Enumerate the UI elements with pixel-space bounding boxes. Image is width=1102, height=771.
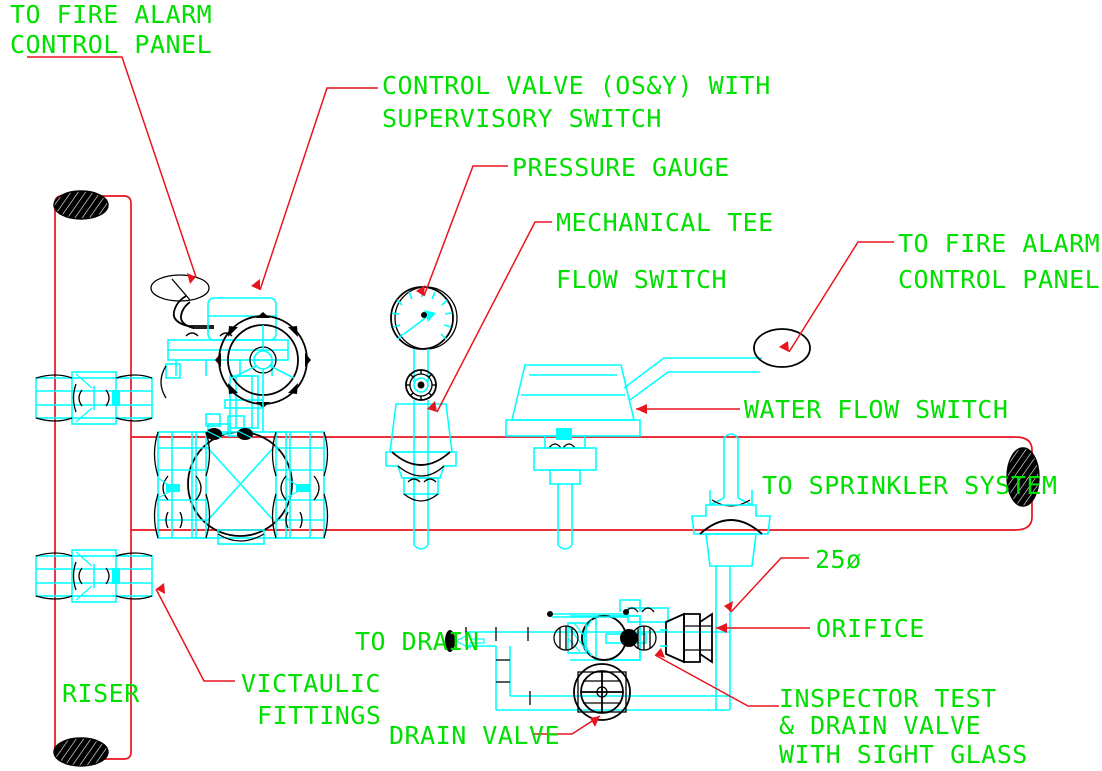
label-mechanical-tee-line1: MECHANICAL TEE bbox=[556, 208, 774, 237]
riser-pipe bbox=[53, 190, 132, 767]
main-horizontal-pipe bbox=[131, 436, 1040, 531]
pressure-gauge bbox=[390, 286, 458, 350]
riser-break-top-icon bbox=[53, 190, 109, 220]
label-riser: RISER bbox=[62, 679, 140, 708]
label-fire-alarm-left-line2: CONTROL PANEL bbox=[10, 30, 212, 59]
mechanical-tee-gauge-saddle bbox=[385, 403, 457, 502]
drain-pipe bbox=[445, 627, 731, 711]
sight-glass bbox=[620, 629, 638, 647]
drain-valve bbox=[573, 663, 631, 721]
valve-handwheel bbox=[215, 312, 311, 432]
pressure-gauge-assembly bbox=[385, 286, 458, 550]
butterfly-valve-body bbox=[187, 413, 293, 545]
label-pressure-gauge: PRESSURE GAUGE bbox=[512, 153, 730, 182]
annotation-labels: TO FIRE ALARM CONTROL PANEL CONTROL VALV… bbox=[10, 0, 1100, 769]
victaulic-coupling-upper bbox=[35, 371, 153, 425]
inspector-test-drain-assembly bbox=[445, 599, 731, 721]
label-orifice: ORIFICE bbox=[816, 614, 925, 643]
label-control-valve-line1: CONTROL VALVE (OS&Y) WITH bbox=[382, 71, 771, 100]
leader-lines bbox=[27, 56, 894, 735]
victaulic-coupling-lower bbox=[35, 549, 153, 603]
sprinkler-break-icon bbox=[1006, 447, 1040, 507]
label-mechanical-tee-line2: FLOW SWITCH bbox=[556, 265, 727, 294]
valve-coupling-left bbox=[153, 431, 211, 539]
label-control-valve-line2: SUPERVISORY SWITCH bbox=[382, 104, 662, 133]
label-pipe-size: 25ø bbox=[815, 545, 862, 574]
valve-seat-right bbox=[631, 625, 657, 651]
label-drain-valve: DRAIN VALVE bbox=[389, 721, 560, 750]
label-fire-alarm-right-line2: CONTROL PANEL bbox=[898, 265, 1100, 294]
flow-switch-conduit-body bbox=[753, 328, 811, 368]
valve-seat-left bbox=[553, 622, 587, 654]
mechanical-tee-test bbox=[691, 433, 771, 650]
label-inspector-test-line2: & DRAIN VALVE bbox=[779, 711, 981, 740]
riser-break-bottom-icon bbox=[53, 737, 109, 767]
label-to-drain: TO DRAIN bbox=[355, 627, 479, 656]
label-inspector-test-line3: WITH SIGHT GLASS bbox=[779, 740, 1028, 769]
valve-coupling-right bbox=[271, 431, 329, 539]
inspector-test-ball-valve bbox=[547, 599, 669, 661]
label-fire-alarm-right-line1: TO FIRE ALARM bbox=[898, 229, 1100, 258]
os-and-y-control-valve bbox=[150, 274, 329, 545]
label-to-sprinkler-system: TO SPRINKLER SYSTEM bbox=[762, 471, 1057, 500]
label-water-flow-switch: WATER FLOW SWITCH bbox=[744, 395, 1008, 424]
label-inspector-test-line1: INSPECTOR TEST bbox=[779, 684, 997, 713]
water-flow-switch bbox=[505, 328, 811, 550]
label-victaulic-line2: FITTINGS bbox=[257, 701, 381, 730]
gauge-shutoff-valve bbox=[405, 369, 437, 401]
drain-pipe-end-icon bbox=[445, 630, 455, 652]
label-fire-alarm-left-line1: TO FIRE ALARM bbox=[10, 0, 212, 29]
union-fitting bbox=[660, 612, 713, 664]
label-victaulic-line1: VICTAULIC bbox=[241, 669, 381, 698]
